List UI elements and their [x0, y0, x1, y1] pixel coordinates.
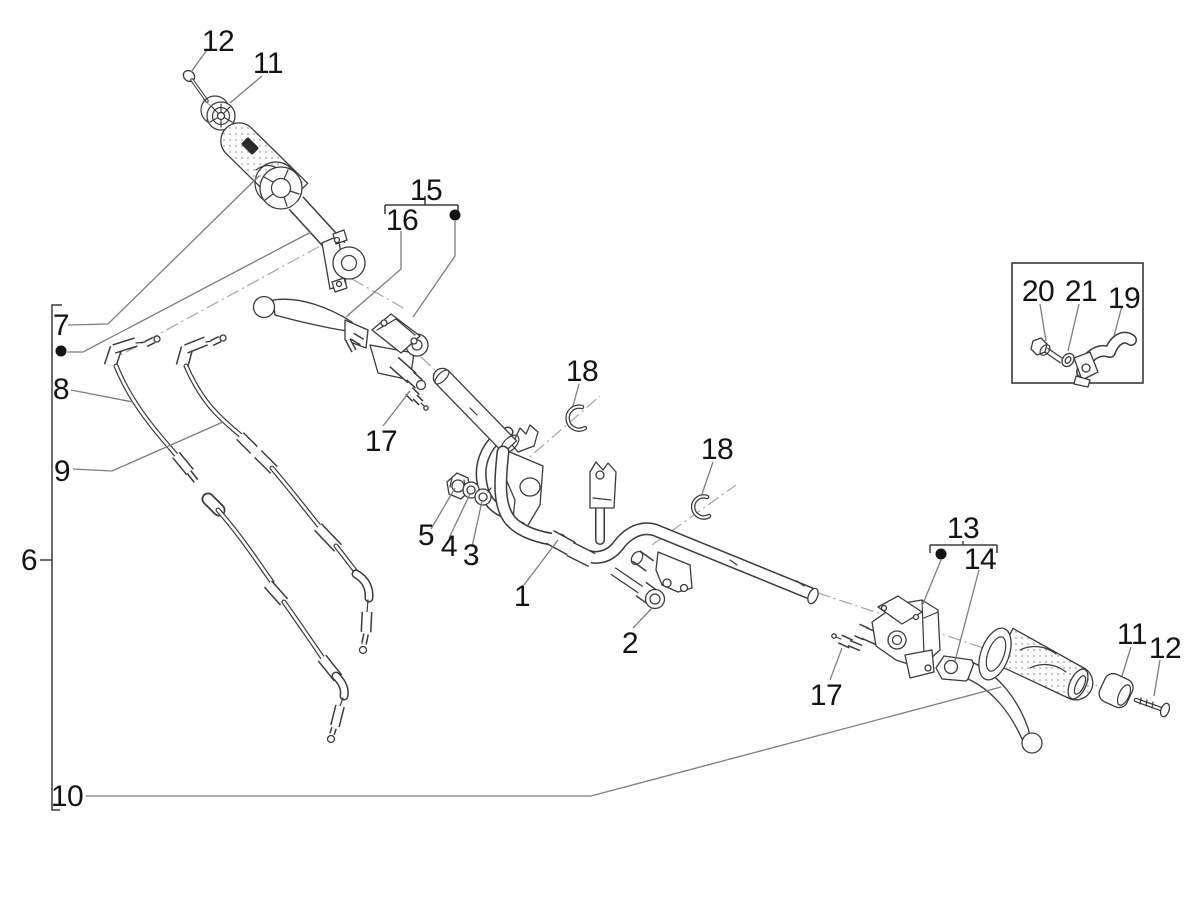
- callout-19: 19: [1108, 282, 1140, 315]
- callout-18-center: 18: [566, 355, 598, 388]
- grouping-brackets: [40, 196, 998, 811]
- clamp-bolt-2: [610, 567, 666, 610]
- throttle-housing: [321, 229, 366, 293]
- callout-6: 6: [21, 544, 37, 577]
- callout-leader-lines: [67, 49, 1161, 797]
- callout-12-left: 12: [202, 25, 234, 58]
- kit-clamp-19: [1073, 331, 1137, 388]
- callout-21: 21: [1065, 275, 1097, 308]
- callout-17-left: 17: [365, 425, 397, 458]
- callout-7: 7: [53, 309, 69, 342]
- cable-8: [103, 335, 199, 483]
- reference-dot-7: [55, 345, 67, 357]
- callout-4: 4: [441, 530, 457, 563]
- kit-bolt-20: [1030, 337, 1064, 364]
- left-grip-assembly: [182, 69, 366, 293]
- construction-lines: [105, 98, 1114, 692]
- callout-10: 10: [51, 780, 83, 813]
- grip-screw-right: [1133, 697, 1171, 718]
- left-brake-lever: [252, 295, 369, 353]
- handlebar: [432, 367, 819, 605]
- cable-9: [175, 334, 374, 655]
- callout-5: 5: [418, 519, 434, 552]
- callout-18-right: 18: [701, 433, 733, 466]
- brake-switch-right: [831, 633, 863, 652]
- snap-ring-18-right: [690, 494, 712, 520]
- callout-20: 20: [1022, 275, 1054, 308]
- right-master-cylinder: [831, 595, 941, 679]
- right-grip-assembly: [978, 627, 1171, 718]
- callout-12-right: 12: [1149, 632, 1181, 665]
- clamp-kit-box: [1011, 262, 1144, 388]
- callout-13: 13: [947, 512, 979, 545]
- callout-11-right: 11: [1117, 618, 1147, 651]
- callout-11-left: 11: [253, 47, 283, 80]
- grip-end-cap-left: [200, 95, 236, 131]
- right-grip: [978, 627, 1094, 701]
- left-master-cylinder: [369, 313, 429, 411]
- cable-10: [201, 492, 349, 744]
- callout-15: 15: [410, 174, 442, 207]
- callout-9: 9: [54, 455, 70, 488]
- callout-8: 8: [53, 373, 69, 406]
- reference-dot-13: [935, 548, 947, 560]
- right-brake-lever: [935, 655, 1043, 754]
- callout-3: 3: [463, 539, 479, 572]
- callout-1: 1: [514, 580, 530, 613]
- callout-14: 14: [964, 543, 996, 576]
- kit-washer-21: [1061, 352, 1075, 368]
- reference-dot-15: [449, 209, 461, 221]
- callout-17-right: 17: [810, 679, 842, 712]
- grip-flange-left: [254, 161, 303, 210]
- grip-end-cap-right: [1098, 672, 1134, 709]
- callout-2: 2: [622, 627, 638, 660]
- snap-ring-18-left: [565, 404, 588, 432]
- bleed-screw-left: [405, 387, 429, 411]
- callout-labels: 12 11 15 16 17 18 18 7 8 9 6 5 4 3 1 2 1…: [21, 25, 1182, 813]
- callout-16: 16: [386, 204, 418, 237]
- spring-washer-3: [474, 487, 492, 506]
